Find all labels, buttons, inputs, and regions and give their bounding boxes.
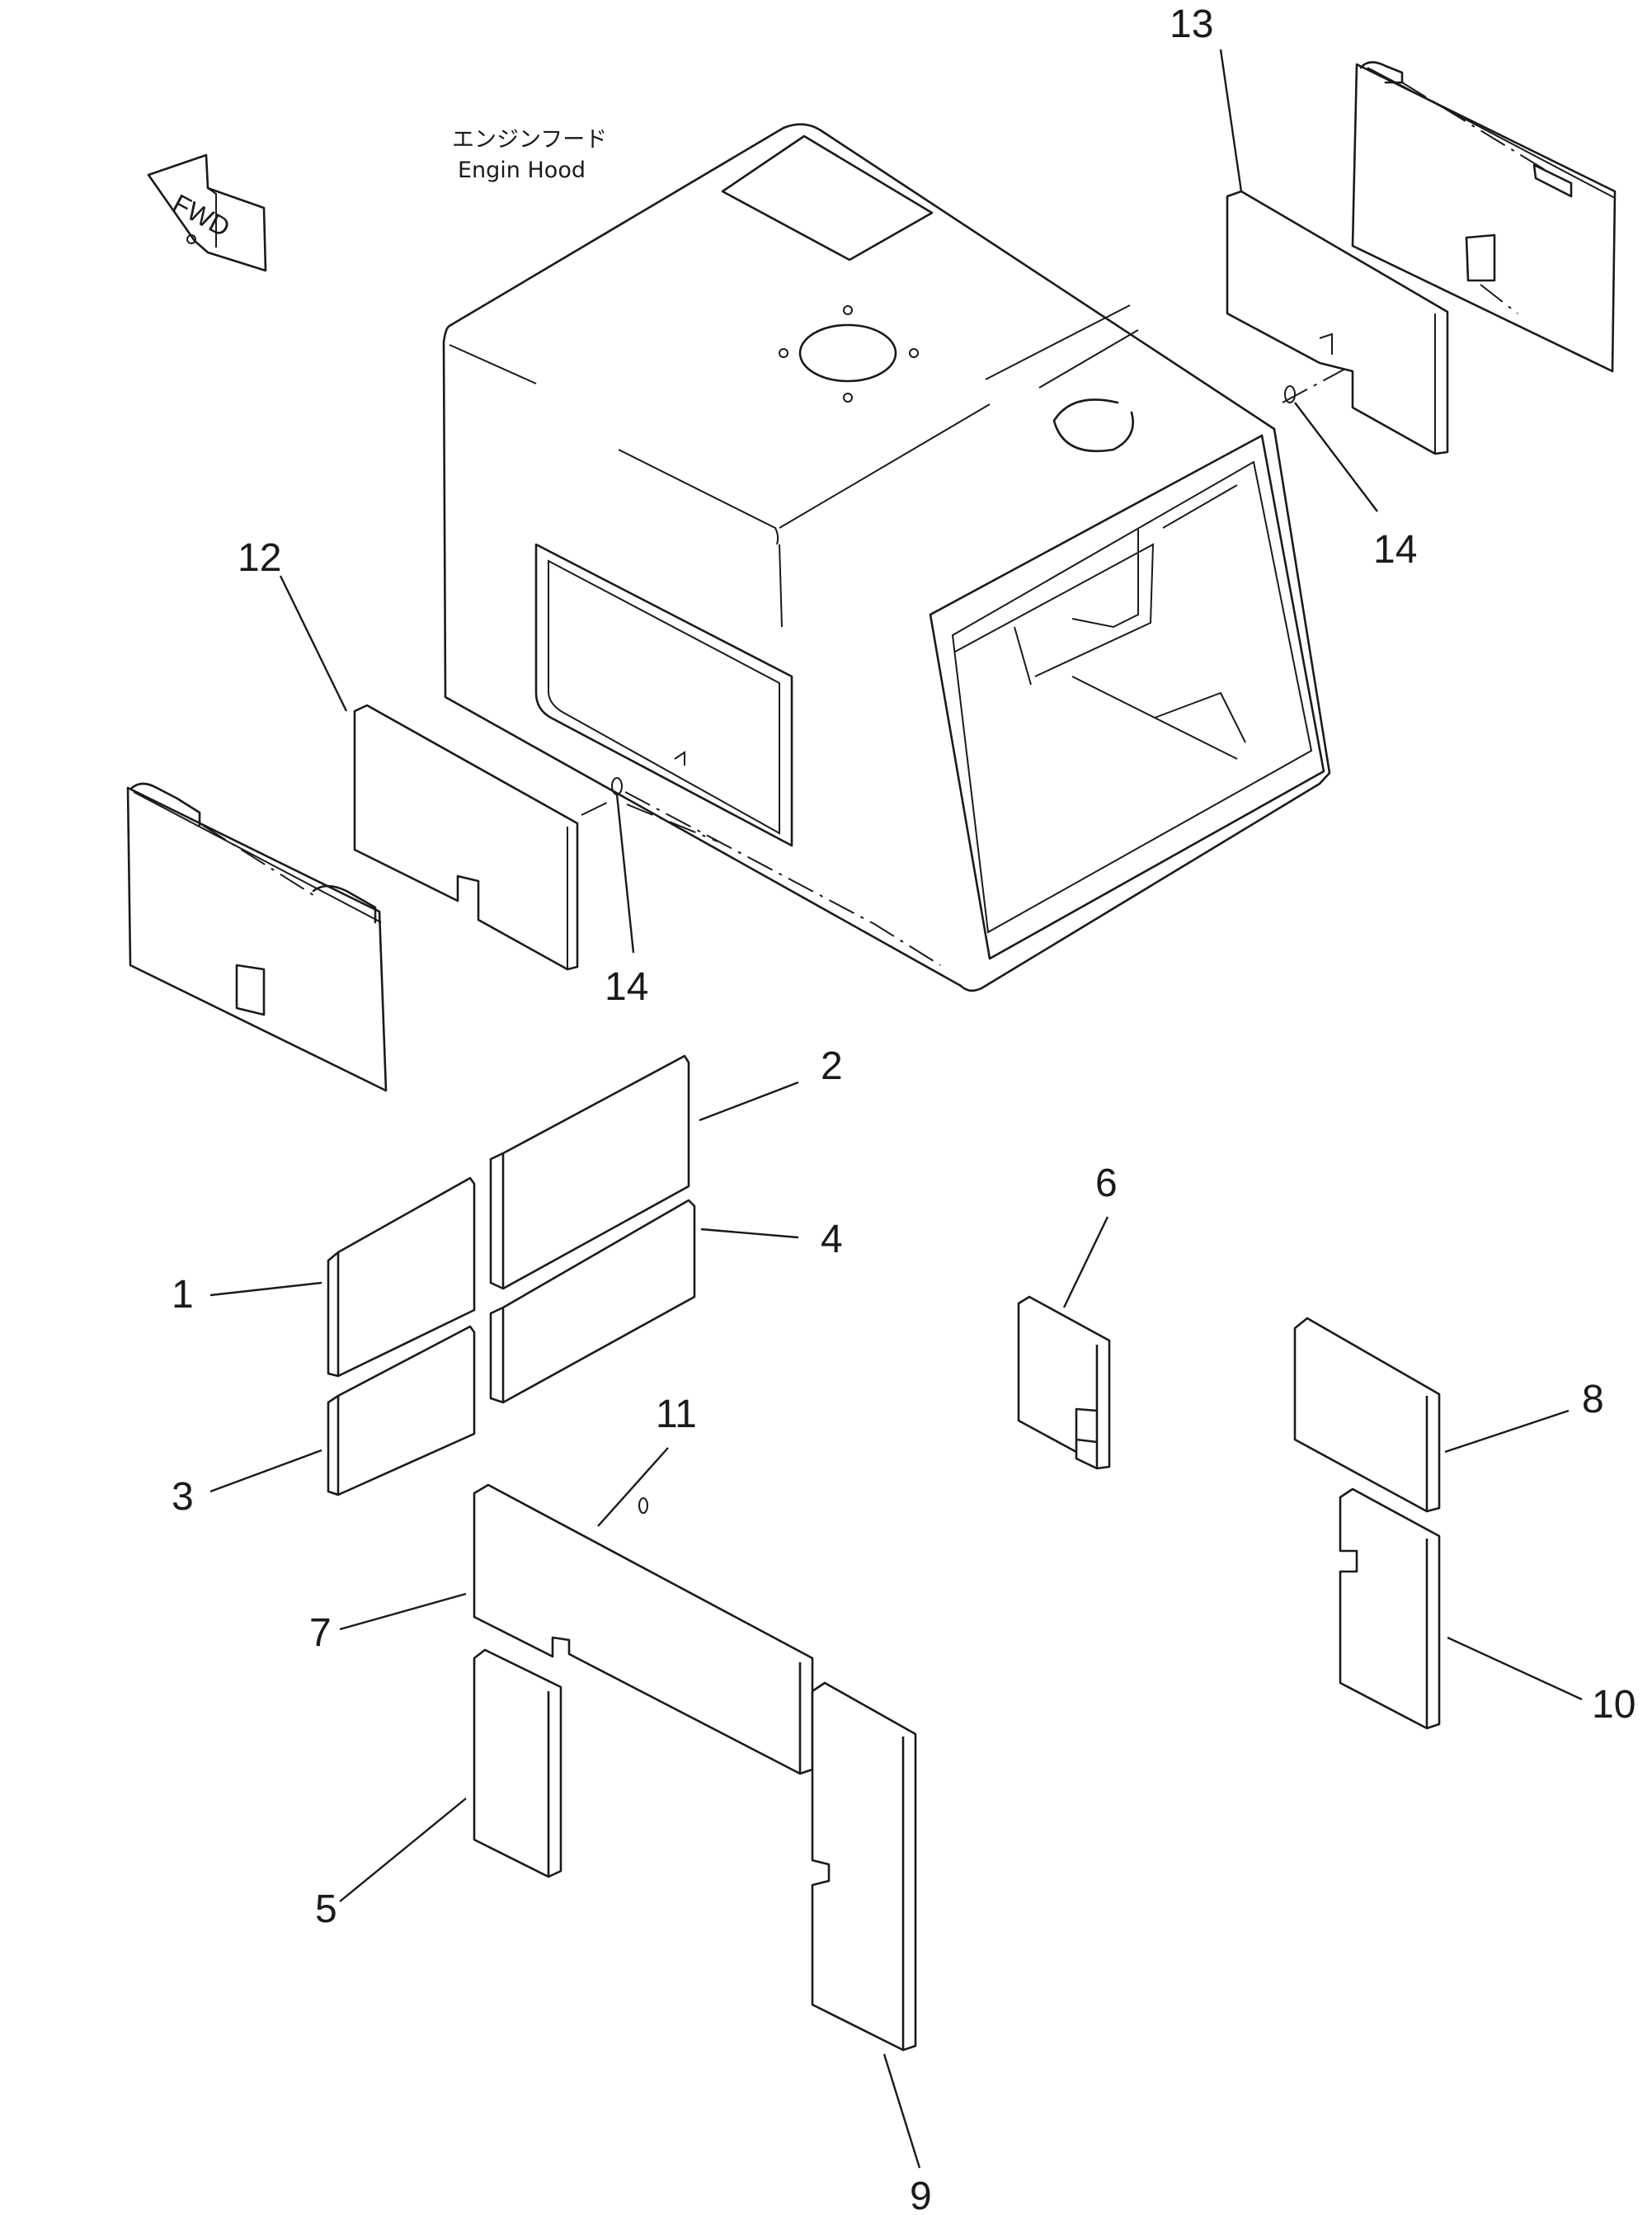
- pad-13: [1226, 190, 1449, 455]
- callout-5: 5: [315, 1887, 337, 1931]
- callout-14-left: 14: [605, 965, 648, 1009]
- pad-1: [327, 1176, 476, 1378]
- callout-9: 9: [910, 2175, 932, 2215]
- callout-6: 6: [1095, 1162, 1118, 1205]
- callout-3: 3: [172, 1475, 194, 1519]
- callout-7: 7: [309, 1611, 332, 1655]
- callout-12: 12: [238, 536, 281, 580]
- callout-11: 11: [656, 1393, 697, 1436]
- leader-lines: [209, 49, 1583, 2169]
- callout-2: 2: [821, 1044, 843, 1088]
- pad-2: [489, 1054, 690, 1290]
- pad-6: [1017, 1295, 1111, 1470]
- pad-4: [489, 1199, 696, 1404]
- callout-14-right: 14: [1373, 528, 1417, 572]
- fwd-arrow-icon: FWD: [147, 153, 267, 272]
- hood-label-en: Engin Hood: [458, 158, 586, 183]
- callout-4: 4: [821, 1218, 843, 1261]
- pad-7: [473, 1483, 814, 1775]
- callout-1: 1: [172, 1273, 194, 1317]
- pad-10: [1339, 1487, 1441, 1730]
- hood-label-jp: エンジンフード: [452, 127, 607, 153]
- fastener-11: [638, 1497, 648, 1514]
- fwd-label: FWD: [168, 188, 235, 243]
- pad-3: [327, 1325, 476, 1496]
- pad-12: [353, 704, 579, 971]
- callout-8: 8: [1582, 1378, 1604, 1421]
- pad-8: [1293, 1317, 1441, 1513]
- left-cover-panel: [126, 782, 388, 1092]
- fastener-14-right: [1284, 385, 1296, 403]
- pad-9: [811, 1681, 917, 2052]
- callout-10: 10: [1592, 1683, 1636, 1727]
- right-cover-panel: [1351, 61, 1617, 373]
- pad-5: [473, 1648, 562, 1878]
- callout-13: 13: [1170, 2, 1213, 46]
